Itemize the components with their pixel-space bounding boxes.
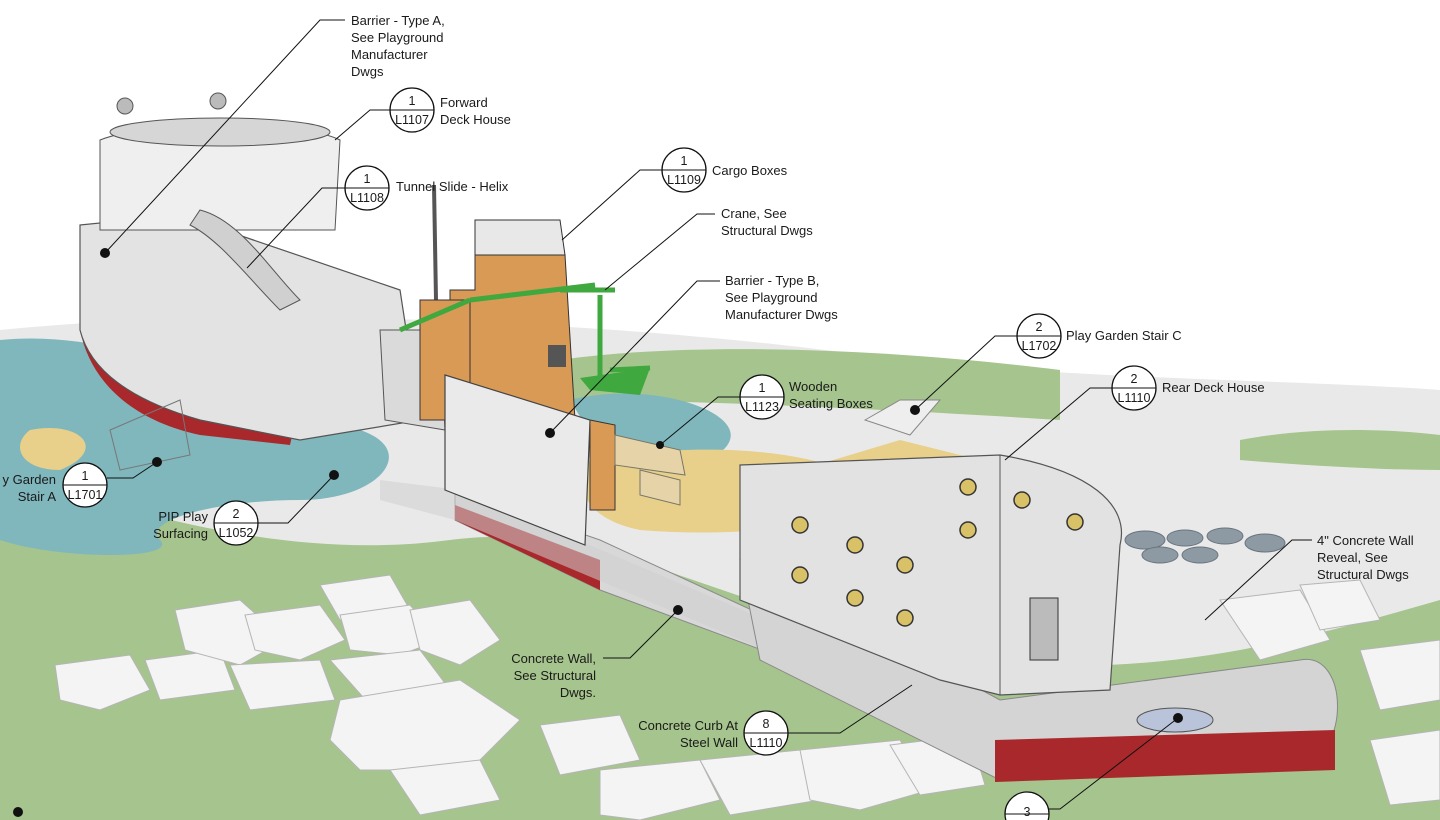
tunnel-slide-helix bbox=[189, 209, 301, 311]
label-pip-play-surfacing: PIP Play Surfacing bbox=[153, 509, 208, 541]
ref-number: 2 bbox=[1036, 320, 1043, 334]
lamp-right bbox=[209, 92, 227, 110]
grass-strip-right bbox=[1240, 430, 1440, 470]
label-wooden-seating-boxes: Wooden Seating Boxes bbox=[789, 379, 873, 411]
label-rear-deck-house: Rear Deck House bbox=[1162, 380, 1265, 395]
ref-number: 1 bbox=[409, 94, 416, 108]
stair-a-rail bbox=[109, 399, 191, 471]
ref-bubble-pip[interactable]: 2 L1052 bbox=[213, 500, 259, 546]
ref-sheet: L1108 bbox=[350, 191, 384, 205]
ref-number: 2 bbox=[233, 507, 240, 521]
rear-deck-house bbox=[739, 454, 1122, 696]
porthole-windows bbox=[791, 478, 1084, 627]
label-barrier-type-a: Barrier - Type A, See Playground Manufac… bbox=[351, 13, 445, 79]
ref-number: 1 bbox=[364, 172, 371, 186]
ref-sheet: L1701 bbox=[68, 488, 103, 502]
label-barrier-type-b: Barrier - Type B, See Playground Manufac… bbox=[725, 273, 838, 322]
mast bbox=[432, 184, 438, 301]
leader-dots bbox=[13, 248, 1183, 817]
cargo-box-top bbox=[474, 219, 566, 256]
stepping-stones bbox=[1124, 527, 1286, 564]
vent-louver bbox=[1029, 597, 1059, 661]
rear-deck-red-base bbox=[995, 730, 1335, 782]
label-cargo-boxes: Cargo Boxes bbox=[712, 163, 788, 178]
ref-bubble-stair-c[interactable]: 2 L1702 bbox=[1016, 313, 1062, 359]
ref-sheet: L1110 bbox=[1118, 391, 1151, 405]
label-concrete-curb: Concrete Curb At Steel Wall bbox=[638, 718, 738, 750]
cargo-box-low bbox=[589, 419, 616, 511]
ref-number: 3 bbox=[1024, 805, 1031, 819]
forward-hull bbox=[79, 214, 421, 441]
cargo-grille bbox=[548, 345, 566, 367]
label-tunnel-slide: Tunnel Slide - Helix bbox=[396, 179, 509, 194]
ref-sheet: L1109 bbox=[667, 173, 701, 187]
ref-bubble-rear-deck[interactable]: 2 L1110 bbox=[1111, 365, 1157, 411]
ref-sheet: L1123 bbox=[745, 400, 779, 414]
leader-lines bbox=[104, 19, 1312, 810]
boulder-field bbox=[54, 574, 1440, 820]
ref-number: 8 bbox=[763, 717, 770, 731]
ref-bubble-tunnel-slide[interactable]: 1 L1108 bbox=[344, 165, 390, 211]
play-garden-stair-c bbox=[863, 399, 942, 436]
label-play-garden-stair-c: Play Garden Stair C bbox=[1066, 328, 1182, 343]
label-crane: Crane, See Structural Dwgs bbox=[721, 206, 813, 238]
label-concrete-wall: Concrete Wall, See Structural Dwgs. bbox=[511, 651, 596, 700]
ref-bubble-forward-deck[interactable]: 1 L1107 bbox=[389, 87, 435, 133]
ref-bubble-concrete-curb[interactable]: 8 L1110 bbox=[743, 710, 789, 756]
ref-number: 2 bbox=[1131, 372, 1138, 386]
ref-sheet: L1110 bbox=[750, 736, 783, 750]
ref-number: 1 bbox=[82, 469, 89, 483]
ref-number: 1 bbox=[681, 154, 688, 168]
deck-house-roof bbox=[109, 117, 331, 147]
ref-sheet: L1107 bbox=[395, 113, 429, 127]
label-forward-deck-house: Forward Deck House bbox=[440, 95, 511, 127]
label-concrete-wall-reveal: 4" Concrete Wall Reveal, See Structural … bbox=[1317, 533, 1414, 582]
ref-bubble-stair-a[interactable]: 1 L1701 bbox=[62, 462, 108, 508]
ref-sheet: L1702 bbox=[1022, 339, 1057, 353]
wooden-seating-box-2 bbox=[639, 469, 681, 506]
ref-bubble-wooden-seating[interactable]: 1 L1123 bbox=[739, 374, 785, 420]
sand-patch-left bbox=[20, 428, 86, 470]
lamp-left bbox=[116, 97, 134, 115]
ref-sheet: L1052 bbox=[219, 526, 254, 540]
ref-bubble-cargo-boxes[interactable]: 1 L1109 bbox=[661, 147, 707, 193]
barrier-type-b bbox=[444, 374, 591, 546]
crane-cab bbox=[580, 368, 650, 395]
ref-number: 1 bbox=[759, 381, 766, 395]
ref-bubble-bottom[interactable]: 3 bbox=[1004, 791, 1050, 820]
label-play-garden-stair-a: y Garden Stair A bbox=[2, 472, 56, 504]
walkway-strip bbox=[380, 480, 1000, 760]
